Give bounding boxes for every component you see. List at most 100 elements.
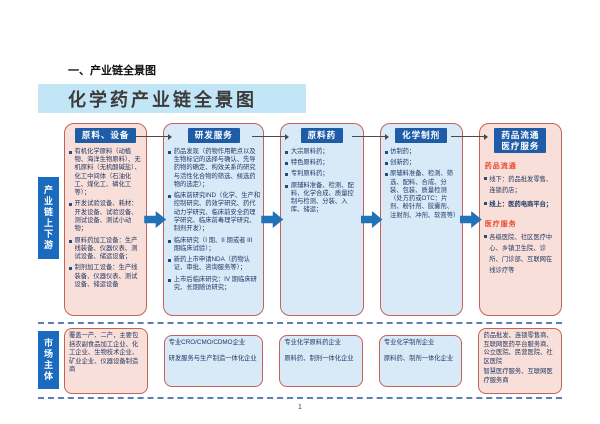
bullet-text: 原辅料准备、检测、筛选、配料、合成、分装、包装、质量检测（处方药或OTC：片剂、… (390, 170, 460, 219)
bullet-item: 制剂加工设备：生产线装备、仪器仪表、测试设备、储运设备 (69, 264, 143, 289)
bullet-text: 上市后临床研究：IV 期临床研究、长期随访研究； (173, 275, 257, 292)
market-box-line: 研发服务与生产制造一体化企业 (168, 354, 257, 362)
bullet-square-icon (168, 195, 172, 199)
market-box-5: 药品批发、连锁零售商、互联网医药平台服务商、公立医院、民营医院、社区医院智慧医疗… (478, 328, 562, 394)
flow-arrow-icon (360, 211, 383, 228)
bullet-text: 专利原料药； (290, 170, 329, 178)
column-body: 有机化学原料（动植物、海洋生物原料）、无机原料（无机酸碱盐）、化工中间体（石油化… (65, 145, 146, 315)
bullet-item: 大宗原料药； (285, 148, 359, 156)
bullet-item: 各级医院、社区医疗中心、乡镇卫生院、诊所、门诊部、互联网在线诊疗等 (483, 232, 558, 276)
bullet-text: 原辅料准备、检测、配料、化学合成、质量控制与检测、分装、入库、储运； (290, 181, 354, 214)
flow-arrow-icon (459, 211, 482, 228)
header-connector-arrow-icon (450, 133, 488, 140)
market-box-1: 覆盖一产、二产，主要包括农副食品加工企业、化工企业、生物技术企业、矿业企业、仪器… (64, 328, 148, 394)
rail-industry-chain: 产业链上下游 (38, 177, 59, 259)
header-connector-arrow-icon (252, 133, 290, 140)
page-number: 1 (298, 404, 302, 411)
column-subheading: 药品流通 (484, 163, 517, 171)
flow-arrow-icon (261, 211, 284, 228)
column-body: 药品流通线下：药品批发零售、连锁药店； 线上：医药电商平台； 医疗服务各级医院、社区… (480, 155, 561, 315)
bullet-text: 大宗原料药； (290, 147, 329, 155)
bullet-text: 新药上市申请NDA（药物认证、审批、咨询服务等）； (173, 256, 250, 272)
market-box-line: 专业化学原料药企业 (284, 339, 341, 346)
bullet-item: 开发试验设备、耗材：开发设备、试验设备、测试设备、测试小动物； (69, 200, 143, 233)
bullet-square-icon (483, 235, 487, 239)
column-header: 化学制剂 (395, 128, 448, 143)
bullet-square-icon (69, 150, 72, 154)
bullet-text: 创新药； (390, 158, 416, 166)
bullet-item: 原辅料准备、检测、配料、化学合成、质量控制与检测、分装、入库、储运； (285, 182, 359, 215)
bullet-square-icon (69, 267, 72, 271)
bullet-item: 药品发现（药物作用靶点以及生物标记的选择与确认、先导药物的确定、构效关系的研究与… (168, 148, 260, 189)
bullet-item: 临床研究（I 期、II 期或者 III 期临床试验）； (168, 237, 260, 254)
section-heading: 一、产业链全景图 (68, 65, 156, 77)
bullet-square-icon (384, 150, 388, 154)
bullet-square-icon (168, 259, 172, 263)
header-connector-arrow-icon (135, 133, 173, 140)
flow-arrow-icon (144, 211, 167, 228)
bullet-item: 特色原料药； (285, 159, 359, 167)
bullet-text: 特色原料药； (290, 158, 329, 166)
bullet-square-icon (285, 150, 289, 154)
bullet-text: 原料药加工设备：生产线装备、仪器仪表、测试设备、储运设备； (74, 236, 138, 261)
chain-column-4: 化学制剂仿制药； 创新药； 原辅料准备、检测、筛选、配料、合成、分装、包装、质量检测… (379, 123, 463, 316)
bullet-square-icon (384, 161, 388, 165)
bullet-text: 线下：药品批发零售、连锁药店； (489, 176, 553, 195)
rail-market-entities: 市场主体 (38, 331, 59, 389)
bullet-text: 临床研究（I 期、II 期或者 III 期临床试验）； (173, 236, 253, 252)
bullet-square-icon (69, 239, 72, 243)
bullet-item: 专利原料药； (285, 170, 359, 178)
chain-column-3: 原料药大宗原料药； 特色原料药； 专利原料药； 原辅料准备、检测、配料、化学合成、质量… (280, 123, 364, 316)
market-box-3: 专业化学原料药企业原料药、制剂一体化企业 (279, 335, 363, 387)
flow-gap (135, 123, 173, 316)
bullet-item: 创新药； (384, 158, 459, 167)
bullet-text: 有机化学原料（动植物、海洋生物原料）、无机原料（无机酸碱盐）、化工中间体（石油化… (74, 147, 141, 197)
bullet-item: 线下：药品批发零售、连锁药店； (483, 174, 558, 196)
bullet-square-icon (168, 150, 172, 154)
bullet-item: 临床前研究IND（化学、生产和控制研究、药效学研究、药代动力学研究、临床前安全药… (168, 192, 260, 233)
industry-chain-diagram: 原料、设备有机化学原料（动植物、海洋生物原料）、无机原料（无机酸碱盐）、化工中间… (64, 123, 562, 316)
market-box-line: 覆盖一产、二产，主要包括农副食品加工企业、化工企业、生物技术企业、矿业企业、仪器… (69, 332, 139, 373)
chain-column-1: 原料、设备有机化学原料（动植物、海洋生物原料）、无机原料（无机酸碱盐）、化工中间… (64, 123, 148, 316)
market-box-line: 智慧医疗服务、互联网医疗服务商 (483, 368, 553, 384)
bullet-square-icon (168, 278, 172, 282)
header-connector-arrow-icon (351, 133, 389, 140)
flow-gap (252, 123, 290, 316)
column-body: 药品发现（药物作用靶点以及生物标记的选择与确认、先导药物的确定、构效关系的研究与… (164, 145, 263, 315)
bullet-text: 开发试验设备、耗材：开发设备、试验设备、测试设备、测试小动物； (74, 200, 138, 233)
market-box-line: 原料药、制剂一体化企业 (383, 354, 454, 362)
market-box-line: 专业CRO/CMO/CDMO企业 (168, 339, 246, 346)
column-header: 研发服务 (187, 128, 240, 143)
market-box-line: 专业化学制剂企业 (383, 339, 435, 346)
column-header: 原料药 (300, 128, 344, 143)
bullet-square-icon (483, 202, 487, 206)
column-body: 大宗原料药； 特色原料药； 专利原料药； 原辅料准备、检测、配料、化学合成、质量控制与… (281, 145, 362, 315)
bullet-text: 制剂加工设备：生产线装备、仪器仪表、测试设备、储运设备 (74, 264, 138, 289)
dashed-divider-bottom (38, 397, 562, 399)
bullet-square-icon (384, 173, 388, 177)
bullet-square-icon (285, 161, 289, 165)
bullet-item: 原料药加工设备：生产线装备、仪器仪表、测试设备、储运设备； (69, 237, 143, 262)
bullet-text: 药品发现（药物作用靶点以及生物标记的选择与确认、先导药物的确定、构效关系的研究与… (173, 147, 256, 188)
bullet-item: 新药上市申请NDA（药物认证、审批、咨询服务等）； (168, 256, 260, 273)
market-box-4: 专业化学制剂企业原料药、制剂一体化企业 (378, 335, 463, 387)
bullet-square-icon (483, 177, 487, 181)
bullet-square-icon (285, 173, 289, 177)
column-subheading: 医疗服务 (484, 221, 517, 229)
bullet-text: 线上：医药电商平台； (489, 201, 553, 209)
column-header: 原料、设备 (74, 128, 137, 143)
bullet-square-icon (168, 239, 172, 243)
chain-column-2: 研发服务药品发现（药物作用靶点以及生物标记的选择与确认、先导药物的确定、构效关系… (163, 123, 265, 316)
bullet-square-icon (285, 184, 289, 188)
bullet-item: 上市后临床研究：IV 期临床研究、长期随访研究； (168, 276, 260, 293)
market-box-line: 药品批发、连锁零售商、互联网医药平台服务商、公立医院、民营医院、社区医院 (483, 332, 553, 365)
market-entities-row: 覆盖一产、二产，主要包括农副食品加工企业、化工企业、生物技术企业、矿业企业、仪器… (64, 327, 562, 395)
bullet-text: 各级医院、社区医疗中心、乡镇卫生院、诊所、门诊部、互联网在线诊疗等 (489, 234, 553, 275)
bullet-item: 线上：医药电商平台； (483, 199, 558, 210)
bullet-item: 原辅料准备、检测、筛选、配料、合成、分装、包装、质量检测（处方药或OTC：片剂、… (384, 170, 460, 220)
bullet-text: 仿制药； (390, 147, 416, 155)
bullet-item: 有机化学原料（动植物、海洋生物原料）、无机原料（无机酸碱盐）、化工中间体（石油化… (69, 148, 143, 198)
column-header: 药品流通 医疗服务 (494, 128, 547, 154)
chain-column-5: 药品流通 医疗服务药品流通线下：药品批发零售、连锁药店； 线上：医药电商平台； 医疗… (478, 123, 562, 316)
